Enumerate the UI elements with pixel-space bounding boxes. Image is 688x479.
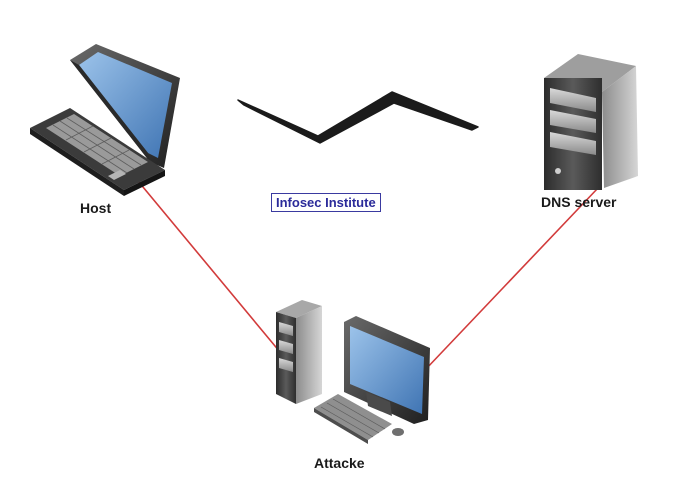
workstation-icon[interactable]: [276, 300, 430, 444]
host-label: Host: [80, 200, 112, 216]
dns-server-label: DNS server: [541, 194, 617, 210]
server-tower-icon[interactable]: [544, 54, 638, 190]
drive-bay: [550, 88, 596, 155]
link-attacker-dns: [424, 187, 599, 371]
lightning-bolt-icon: [237, 91, 479, 144]
watermark-label: Infosec Institute: [271, 193, 381, 212]
laptop-icon[interactable]: [30, 44, 180, 196]
attacker-label: Attacke: [314, 455, 365, 471]
link-host-attacker: [132, 174, 281, 353]
